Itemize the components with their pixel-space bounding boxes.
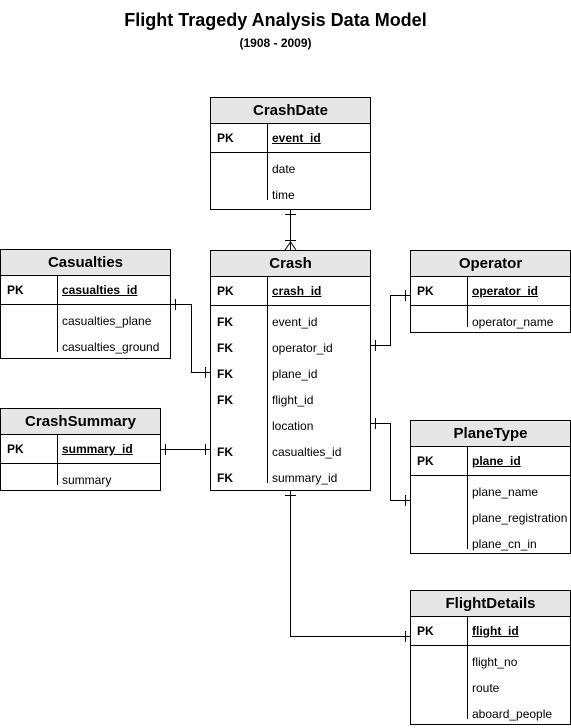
entity-row: summary — [1, 466, 160, 492]
key-column-divider — [267, 124, 268, 200]
entity-planetype-header: PlaneType — [411, 421, 570, 447]
attr-plane-id: plane_id — [472, 454, 521, 468]
entity-row: aboard_people — [411, 700, 570, 726]
rel-crashsummary-crash[interactable] — [161, 444, 210, 455]
entity-row-pk: PK operator_id — [411, 277, 570, 306]
attr-casualties-id: casualties_id — [272, 445, 342, 459]
fk-label: FK — [217, 445, 233, 459]
entity-row: date — [211, 155, 370, 181]
attr-plane-name: plane_name — [472, 485, 539, 499]
entity-row: plane_cn_in — [411, 530, 570, 556]
entity-row: FK casualties_id — [211, 438, 370, 464]
rel-crashdate-crash[interactable] — [284, 210, 297, 251]
diagram-title: Flight Tragedy Analysis Data Model — [124, 10, 427, 30]
entity-row: flight_no — [411, 648, 570, 674]
entity-row: FK plane_id — [211, 360, 370, 386]
fk-label: FK — [217, 341, 233, 355]
attr-casualties-ground: casualties_ground — [62, 340, 160, 354]
key-column-divider — [467, 277, 468, 327]
attr-plane-cn-in: plane_cn_in — [472, 537, 537, 551]
fk-label: FK — [217, 367, 233, 381]
attr-event-id: event_id — [272, 315, 318, 329]
entity-row: FK operator_id — [211, 334, 370, 360]
key-column-divider — [267, 277, 268, 483]
attr-summary-id: summary_id — [62, 442, 133, 456]
attr-location: location — [272, 419, 314, 433]
pk-label: PK — [417, 454, 434, 468]
attr-casualties-plane: casualties_plane — [62, 314, 152, 328]
attr-operator-id: operator_id — [272, 341, 333, 355]
entity-row: plane_name — [411, 478, 570, 504]
entity-casualties[interactable]: Casualties PK casualties_id casualties_p… — [0, 249, 171, 359]
entity-row: FK flight_id — [211, 386, 370, 412]
pk-label: PK — [217, 284, 234, 298]
entity-row-pk: PK casualties_id — [1, 276, 170, 305]
rel-operator-crash[interactable] — [371, 290, 410, 351]
entity-row: FK event_id — [211, 308, 370, 334]
pk-label: PK — [417, 284, 434, 298]
key-column-divider — [57, 435, 58, 485]
pk-label: PK — [217, 131, 234, 145]
entity-crashsummary-header: CrashSummary — [1, 409, 160, 435]
entity-crash[interactable]: Crash PK crash_id FK event_id FK operato… — [210, 250, 371, 491]
entity-row: route — [411, 674, 570, 700]
attr-date: date — [272, 162, 296, 176]
attr-flight-no: flight_no — [472, 655, 518, 669]
diagram-subtitle: (1908 - 2009) — [239, 36, 312, 50]
pk-label: PK — [7, 283, 24, 297]
entity-row: time — [211, 181, 370, 207]
key-column-divider — [467, 617, 468, 719]
attr-operator-name: operator_name — [472, 315, 554, 329]
entity-crashdate[interactable]: CrashDate PK event_id date time — [210, 97, 371, 210]
attr-aboard-people: aboard_people — [472, 707, 553, 721]
pk-label: PK — [7, 442, 24, 456]
entity-crashdate-header: CrashDate — [211, 98, 370, 124]
entity-row-pk: PK flight_id — [411, 617, 570, 646]
fk-label: FK — [217, 471, 233, 485]
attr-route: route — [472, 681, 500, 695]
entity-row-pk: PK plane_id — [411, 447, 570, 476]
entity-row: casualties_plane — [1, 307, 170, 333]
attr-plane-id: plane_id — [272, 367, 318, 381]
entity-row: casualties_ground — [1, 333, 170, 359]
attr-crash-id: crash_id — [272, 284, 322, 298]
entity-operator[interactable]: Operator PK operator_id operator_name — [410, 250, 571, 333]
entity-crash-header: Crash — [211, 251, 370, 277]
fk-label: FK — [217, 315, 233, 329]
attr-plane-registration: plane_registration — [472, 511, 568, 525]
attr-summary: summary — [62, 473, 112, 487]
entity-casualties-header: Casualties — [1, 250, 170, 276]
fk-label: FK — [217, 393, 233, 407]
entity-row: FK summary_id — [211, 464, 370, 490]
attr-time: time — [272, 188, 295, 202]
entity-row: location — [211, 412, 370, 438]
attr-flight-id: flight_id — [472, 624, 519, 638]
attr-operator-id: operator_id — [472, 284, 539, 298]
entity-row-pk: PK summary_id — [1, 435, 160, 464]
pk-label: PK — [417, 624, 434, 638]
entity-planetype[interactable]: PlaneType PK plane_id plane_name plane_r… — [410, 420, 571, 554]
attr-event-id: event_id — [272, 131, 321, 145]
attr-summary-id: summary_id — [272, 471, 338, 485]
entity-row: plane_registration — [411, 504, 570, 530]
entity-flightdetails-header: FlightDetails — [411, 591, 570, 617]
attr-casualties-id: casualties_id — [62, 283, 138, 297]
entity-row: operator_name — [411, 308, 570, 334]
rel-planetype-crash[interactable] — [371, 418, 410, 506]
entity-operator-header: Operator — [411, 251, 570, 277]
entity-row-pk: PK crash_id — [211, 277, 370, 306]
rel-flightdetails-crash[interactable] — [285, 491, 410, 642]
entity-crashsummary[interactable]: CrashSummary PK summary_id summary — [0, 408, 161, 491]
key-column-divider — [57, 276, 58, 352]
rel-casualties-crash[interactable] — [171, 299, 210, 378]
key-column-divider — [467, 447, 468, 549]
attr-flight-id: flight_id — [272, 393, 314, 407]
entity-row-pk: PK event_id — [211, 124, 370, 153]
